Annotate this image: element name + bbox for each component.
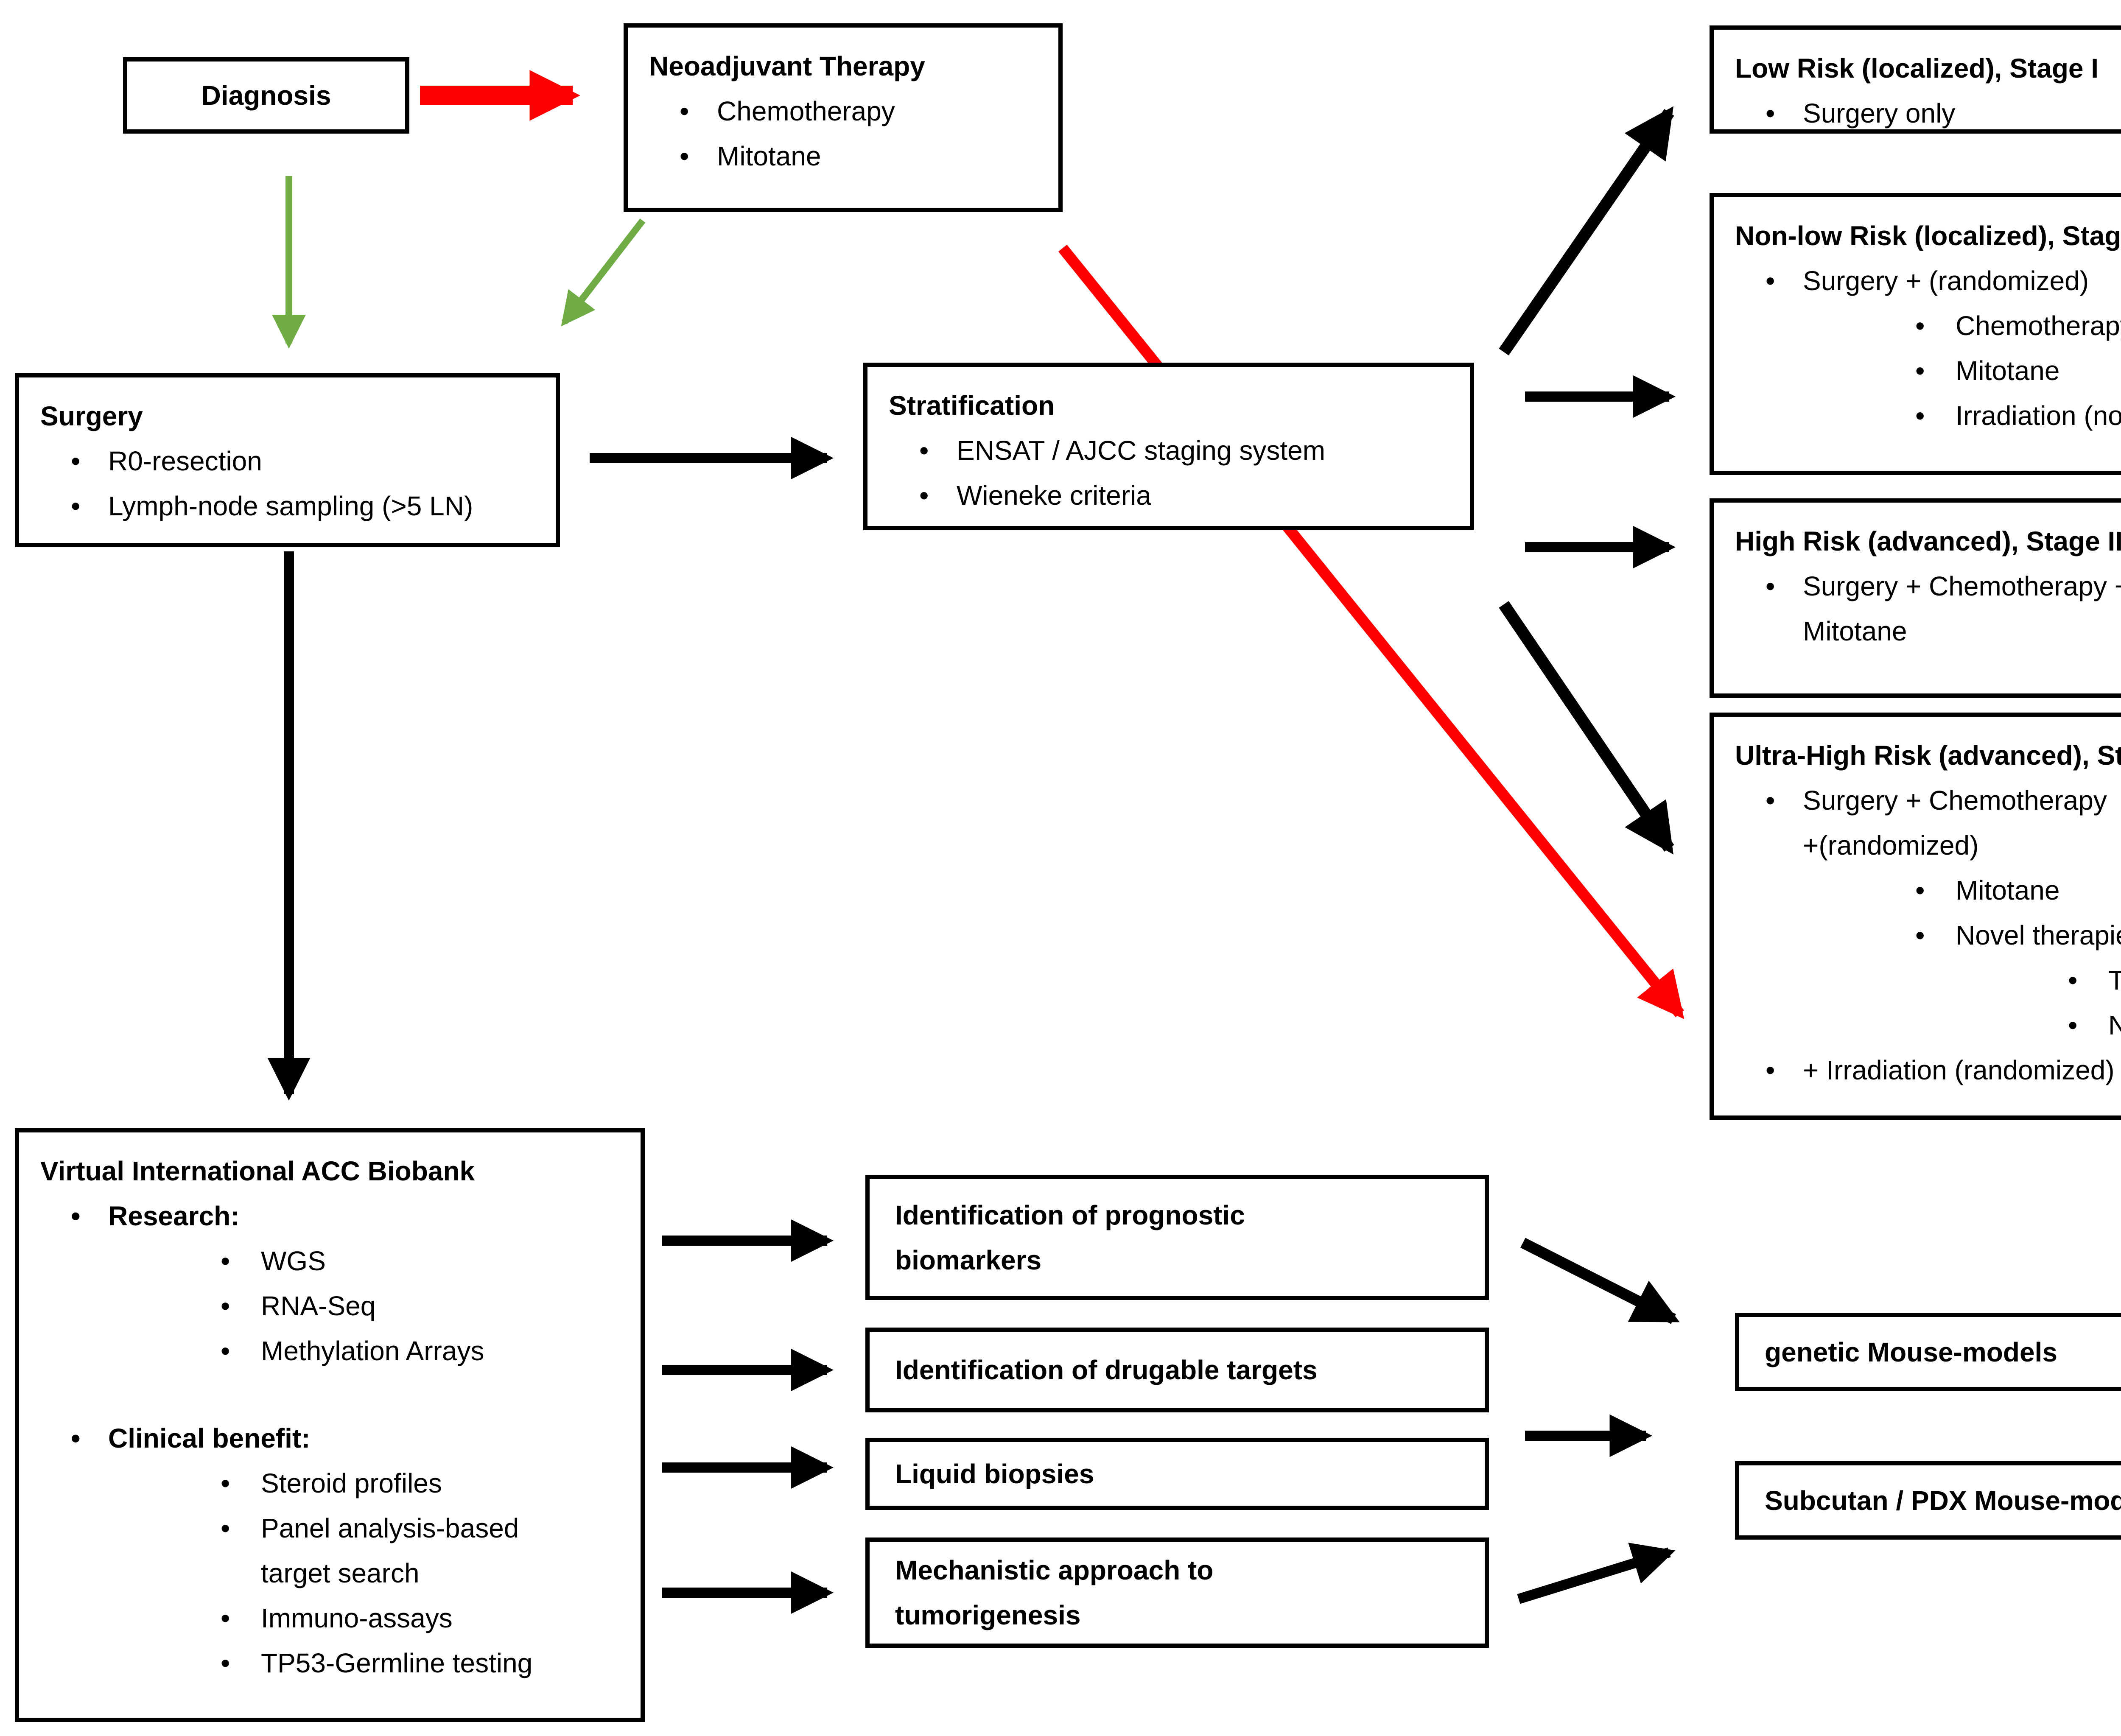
prognostic-box: Identification of prognostic biomarkers <box>865 1175 1489 1300</box>
arrow-prognostic-to-genetic-models <box>1520 1238 1680 1324</box>
bullet-item: Chemotherapy <box>649 89 1041 134</box>
bullet-item: Steroid profiles <box>40 1461 624 1506</box>
diagnosis-box: Diagnosis <box>123 57 409 134</box>
bullet-item: TP53-Germline testing <box>40 1641 624 1686</box>
high-risk-title: High Risk (advanced), Stage III <box>1735 526 2121 556</box>
bullet-item: Surgery + Chemotherapy + Mitotane <box>1735 564 2121 654</box>
bullet-item: RNA-Seq <box>40 1283 624 1328</box>
arrow-neoadjuvant-to-surgery <box>561 218 646 327</box>
mechanistic-title: Mechanistic approach to tumorigenesis <box>895 1555 1214 1630</box>
genetic-models-title: genetic Mouse-models <box>1765 1336 2057 1367</box>
non-low-risk-title: Non-low Risk (localized), Stage II <box>1735 221 2121 251</box>
bullet-item: Mitotane <box>1735 348 2121 393</box>
neoadjuvant-box: Neoadjuvant Therapy Chemotherapy Mitotan… <box>624 23 1063 212</box>
bullet-item: R0-resection <box>40 439 539 484</box>
bullet-item: Lymph-node sampling (>5 LN) <box>40 484 539 528</box>
bullet-item: Novel therapies <box>1735 913 2121 958</box>
low-risk-box: Low Risk (localized), Stage I Surgery on… <box>1710 25 2121 136</box>
genetic-models-box: genetic Mouse-models <box>1735 1313 2121 1391</box>
low-risk-title: Low Risk (localized), Stage I <box>1735 53 2099 84</box>
ultra-high-risk-title: Ultra-High Risk (advanced), Stage IV <box>1735 740 2121 771</box>
bullet-item: Surgery only <box>1735 91 2121 136</box>
bullet-item: Mitotane <box>1735 868 2121 913</box>
biobank-box: Virtual International ACC Biobank Resear… <box>15 1128 645 1722</box>
ultra-high-risk-box: Ultra-High Risk (advanced), Stage IV Sur… <box>1710 713 2121 1120</box>
mechanistic-box: Mechanistic approach to tumorigenesis <box>865 1538 1489 1648</box>
liquid-box: Liquid biopsies <box>865 1438 1489 1510</box>
bullet-item: Chemotherapy <box>1735 303 2121 348</box>
high-risk-box: High Risk (advanced), Stage III Surgery … <box>1710 498 2121 698</box>
bullet-item: Surgery + (randomized) <box>1735 258 2121 303</box>
neoadjuvant-title: Neoadjuvant Therapy <box>649 51 925 81</box>
pdx-models-box: Subcutan / PDX Mouse-models <box>1735 1461 2121 1540</box>
stratification-title: Stratification <box>889 390 1055 421</box>
drugable-title: Identification of drugable targets <box>895 1355 1318 1385</box>
bullet-item: Non-targeted <box>1735 1003 2121 1048</box>
drugable-box: Identification of drugable targets <box>865 1328 1489 1412</box>
arrow-stratification-to-low-risk <box>1499 106 1674 355</box>
pdx-models-title: Subcutan / PDX Mouse-models <box>1765 1485 2121 1516</box>
bullet-item: Clinical benefit: <box>40 1416 624 1461</box>
bullet-item: Mitotane <box>649 134 1041 179</box>
biobank-title: Virtual International ACC Biobank <box>40 1156 475 1186</box>
diagnosis-title: Diagnosis <box>201 80 331 111</box>
bullet-item: Immuno-assays <box>40 1596 624 1641</box>
bullet-item: WGS <box>40 1238 624 1283</box>
bullet-item: Surgery + Chemotherapy +(randomized) <box>1735 778 2121 868</box>
arrow-stratification-to-ultra-high-risk <box>1499 601 1674 855</box>
bullet-item: Irradiation (non-LFS) <box>1735 393 2121 438</box>
stratification-box: Stratification ENSAT / AJCC staging syst… <box>863 363 1474 530</box>
surgery-box: Surgery R0-resection Lymph-node sampling… <box>15 373 560 547</box>
non-low-risk-box: Non-low Risk (localized), Stage II Surge… <box>1710 193 2121 475</box>
liquid-title: Liquid biopsies <box>895 1459 1094 1489</box>
surgery-title: Surgery <box>40 401 143 431</box>
arrow-mechanistic-to-pdx-models <box>1517 1543 1676 1604</box>
bullet-item: Methylation Arrays <box>40 1328 624 1373</box>
prognostic-title: Identification of prognostic biomarkers <box>895 1199 1245 1275</box>
bullet-item: Wieneke criteria <box>889 473 1453 518</box>
spacer <box>40 1373 624 1416</box>
bullet-item: Targeted <box>1735 958 2121 1003</box>
bullet-item: ENSAT / AJCC staging system <box>889 428 1453 473</box>
bullet-item: Research: <box>40 1194 624 1238</box>
bullet-item: Panel analysis-based target search <box>40 1506 532 1596</box>
bullet-item: + Irradiation (randomized) <box>1735 1048 2121 1093</box>
